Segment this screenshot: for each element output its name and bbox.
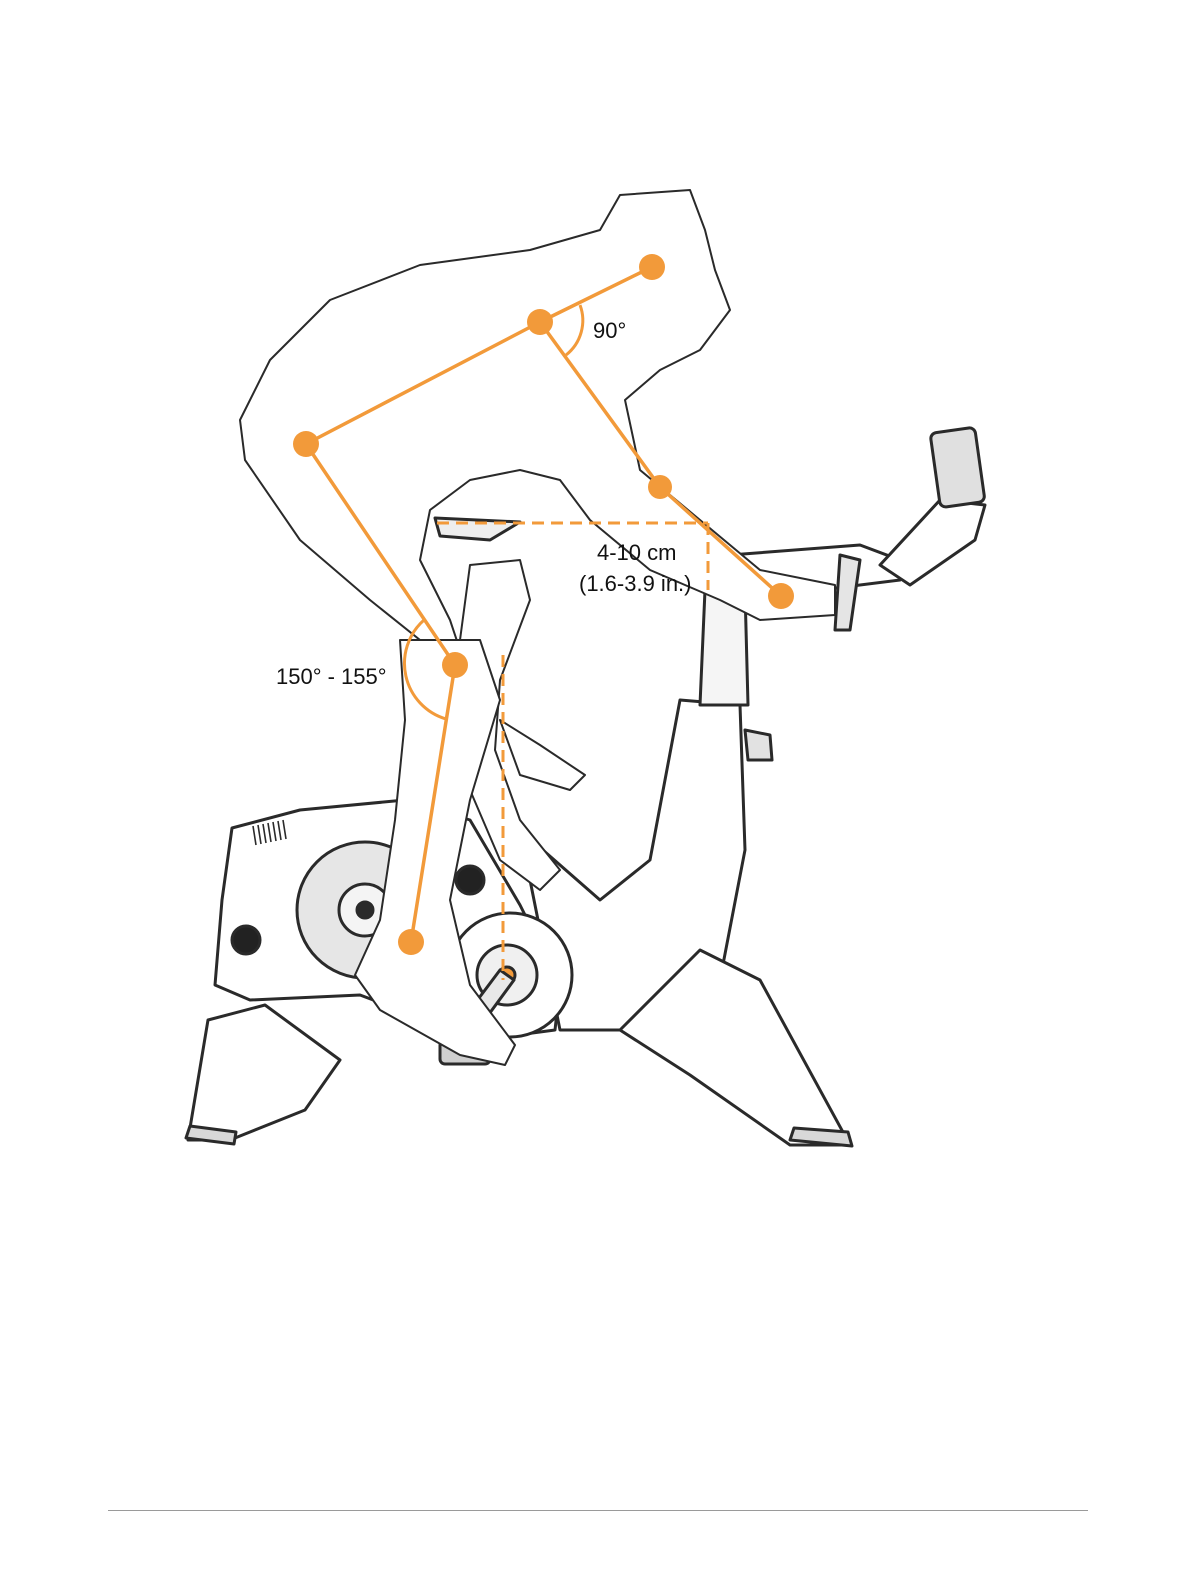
hip-joint bbox=[293, 431, 319, 457]
brake-lever bbox=[835, 555, 860, 630]
head-joint bbox=[639, 254, 665, 280]
computer-mount bbox=[880, 500, 985, 585]
knee-angle-label: 150° - 155° bbox=[276, 664, 387, 689]
knob-left bbox=[232, 926, 260, 954]
rider-rear-calf bbox=[500, 720, 585, 790]
elbow-joint bbox=[648, 475, 672, 499]
shoulder-angle-label: 90° bbox=[593, 318, 626, 343]
wrist-joint bbox=[768, 583, 794, 609]
ankle-joint bbox=[398, 929, 424, 955]
shoulder-joint bbox=[527, 309, 553, 335]
trainer-rear-foot bbox=[188, 1005, 340, 1140]
reach-imperial-label: (1.6-3.9 in.) bbox=[579, 571, 692, 596]
knob-right bbox=[456, 866, 484, 894]
stem-adjust-knob bbox=[745, 730, 772, 760]
footer-divider bbox=[108, 1510, 1088, 1511]
rider-upper-body bbox=[240, 190, 835, 650]
saddle bbox=[435, 518, 520, 540]
reach-metric-label: 4-10 cm bbox=[597, 540, 676, 565]
bike-computer bbox=[930, 427, 985, 508]
knee-joint bbox=[442, 652, 468, 678]
